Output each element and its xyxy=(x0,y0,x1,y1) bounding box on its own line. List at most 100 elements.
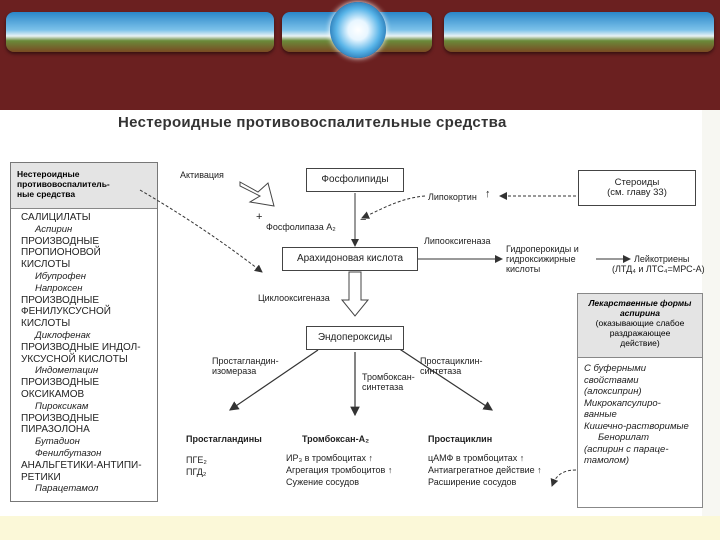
prostaglandin-item: ПГЕ₂ xyxy=(186,455,207,465)
aspirin-header-line: действие) xyxy=(620,338,660,348)
side-band xyxy=(702,110,720,516)
prostaglandin-item: ПГД₂ xyxy=(186,467,207,477)
drug-class: ФЕНИЛУКСУСНОЙ xyxy=(21,306,111,318)
hydroperoxides-line: Гидроперокиды и xyxy=(506,244,579,254)
lipocortin-label: Липокортин xyxy=(428,192,477,202)
leukotrienes-line: Лейкотриены xyxy=(634,254,690,264)
drug-name: Ибупрофен xyxy=(35,271,87,282)
drug-class: ПИРАЗОЛОНА xyxy=(21,424,90,436)
aspirin-form-item: свойствами xyxy=(584,374,639,386)
pg-isomerase-line: изомераза xyxy=(212,366,257,376)
lipoxygenase-label: Липооксигеназа xyxy=(424,236,491,246)
drug-class: ОКСИКАМОВ xyxy=(21,389,85,400)
prostacyclin-effect: Расширение сосудов xyxy=(428,477,517,487)
drug-class: РЕТИКИ xyxy=(21,471,61,483)
aspirin-form-item: ванные xyxy=(584,409,617,420)
arachidonic-acid-label: Арахидоновая кислота xyxy=(296,253,404,264)
pg-isomerase-line: Простагландин- xyxy=(212,356,279,366)
aspirin-forms-dashed xyxy=(550,469,577,487)
activation-arrow xyxy=(239,181,275,207)
hydroperoxides-label: Гидроперокиды и гидроксижирные кислоты xyxy=(506,244,579,274)
activation-label: Активация xyxy=(180,170,224,180)
drug-name: Диклофенак xyxy=(35,330,91,341)
leukotrienes-label: Лейкотриены (ЛТД₄ и ЛТС₄=МРС-А) xyxy=(612,254,705,274)
nsaid-list-header: Нестероидные противовоспалитель- ные сре… xyxy=(11,163,157,209)
drug-class: АНАЛЬГЕТИКИ-АНТИПИ- xyxy=(21,459,142,471)
header-banner xyxy=(0,0,720,110)
bottom-band xyxy=(0,516,720,540)
thromboxane-effect: Агрегация тромбоцитов ↑ xyxy=(286,465,393,475)
thromboxane-effect: ИР₃ в тромбоцитах ↑ xyxy=(286,453,374,463)
nsaid-header-line: Нестероидные xyxy=(17,169,80,179)
leukotrienes-line: (ЛТД₄ и ЛТС₄=МРС-А) xyxy=(612,264,705,274)
nsaid-header-line: ные средства xyxy=(17,189,76,199)
phospholipids-node: Фосфолипиды xyxy=(306,168,404,192)
drug-name: Напроксен xyxy=(35,282,83,294)
plus-sign: + xyxy=(256,211,263,223)
aspirin-forms-header: Лекарственные формы аспирина (оказывающи… xyxy=(578,294,702,358)
banner-strip-right xyxy=(444,12,714,52)
aspirin-form-item: С буферными xyxy=(584,363,647,374)
aspirin-forms-panel: Лекарственные формы аспирина (оказывающи… xyxy=(577,293,703,508)
tx-synthetase-line: Тромбоксан- xyxy=(362,372,415,382)
endoperoxides-to-prostaglandins xyxy=(229,349,319,411)
aspirin-header-line: Лекарственные формы xyxy=(588,298,692,308)
pg-isomerase-label: Простагландин- изомераза xyxy=(212,356,279,376)
prostacyclin-effect: цАМФ в тромбоцитах ↑ xyxy=(428,453,525,463)
tx-synthetase-line: синтетаза xyxy=(362,382,404,392)
phospholipase-label: Фосфолипаза А₂ xyxy=(266,222,336,232)
aspirin-header-line: аспирина xyxy=(619,308,661,318)
arachidonic-acid-node: Арахидоновая кислота xyxy=(282,247,418,271)
hydroperoxides-line: гидроксижирные xyxy=(506,254,576,264)
banner-strip-left xyxy=(6,12,274,52)
phospholipids-label: Фосфолипиды xyxy=(321,174,389,185)
steroids-node: Стероиды (см. главу 33) xyxy=(578,170,696,206)
cyclooxygenase-label: Циклооксигеназа xyxy=(258,293,330,303)
nsaid-list-panel: Нестероидные противовоспалитель- ные сре… xyxy=(10,162,158,502)
steroids-sub-label: (см. главу 33) xyxy=(607,187,667,198)
endoperoxides-label: Эндопероксиды xyxy=(317,332,393,343)
drug-class: УКСУСНОЙ КИСЛОТЫ xyxy=(21,353,128,365)
thromboxane-title: Тромбоксан-А₂ xyxy=(302,434,370,444)
aspirin-form-item: Кишечно-растворимые xyxy=(584,420,689,432)
aspirin-form-item: (аспирин с параце- xyxy=(584,443,669,455)
endoperoxides-to-prostacyclin xyxy=(397,347,494,411)
page-title: Нестероидные противовоспалительные средс… xyxy=(118,114,507,131)
drug-class: КИСЛОТЫ xyxy=(21,259,71,271)
drug-class: ПРОИЗВОДНЫЕ xyxy=(21,235,100,247)
drug-class: ПРОИЗВОДНЫЕ xyxy=(21,377,100,389)
endoperoxides-node: Эндопероксиды xyxy=(306,326,404,350)
lipocortin-to-phospholipase xyxy=(361,195,426,219)
drug-class: ПРОПИОНОВОЙ xyxy=(21,247,101,259)
prostaglandins-title: Простагландины xyxy=(186,434,262,444)
drug-name: Аспирин xyxy=(35,223,73,235)
aspirin-form-item: тамолом) xyxy=(584,455,629,466)
aspirin-form-item: Микрокапсулиро- xyxy=(584,397,661,409)
pc-synthetase-label: Простациклин- синтетаза xyxy=(420,356,482,376)
thromboxane-effects: ИР₃ в тромбоцитах ↑ Агрегация тромбоцито… xyxy=(286,452,392,488)
drug-class: ПРОИЗВОДНЫЕ ИНДОЛ- xyxy=(21,341,141,353)
cyclooxygenase-arrow xyxy=(340,271,370,317)
drug-class: КИСЛОТЫ xyxy=(21,318,71,330)
drug-class: ПРОИЗВОДНЫЕ xyxy=(21,412,100,424)
drug-name: Парацетамол xyxy=(35,483,99,495)
prostacyclin-effects: цАМФ в тромбоцитах ↑ Антиагрегатное дейс… xyxy=(428,452,542,488)
hydroperoxides-line: кислоты xyxy=(506,264,541,274)
drug-name: Бутадион xyxy=(35,436,80,448)
nsaid-header-line: противовоспалитель- xyxy=(17,179,110,189)
tx-synthetase-label: Тромбоксан- синтетаза xyxy=(362,372,415,392)
pc-synthetase-line: синтетаза xyxy=(420,366,462,376)
drug-name: Индометацин xyxy=(35,365,99,377)
aspirin-header-line: раздражающее xyxy=(609,328,671,338)
lipocortin-up-arrow: ↑ xyxy=(485,188,491,200)
globe-icon xyxy=(330,2,386,58)
prostaglandins-effects: ПГЕ₂ ПГД₂ xyxy=(186,454,207,478)
minus-sign: − xyxy=(360,214,367,226)
pc-synthetase-line: Простациклин- xyxy=(420,356,483,366)
aspirin-header-line: (оказывающие слабое xyxy=(595,318,685,328)
drug-name: Фенилбутазон xyxy=(35,448,102,459)
thromboxane-effect: Сужение сосудов xyxy=(286,477,359,487)
drug-name: Пироксикам xyxy=(35,400,89,412)
prostacyclin-title: Простациклин xyxy=(428,434,493,444)
